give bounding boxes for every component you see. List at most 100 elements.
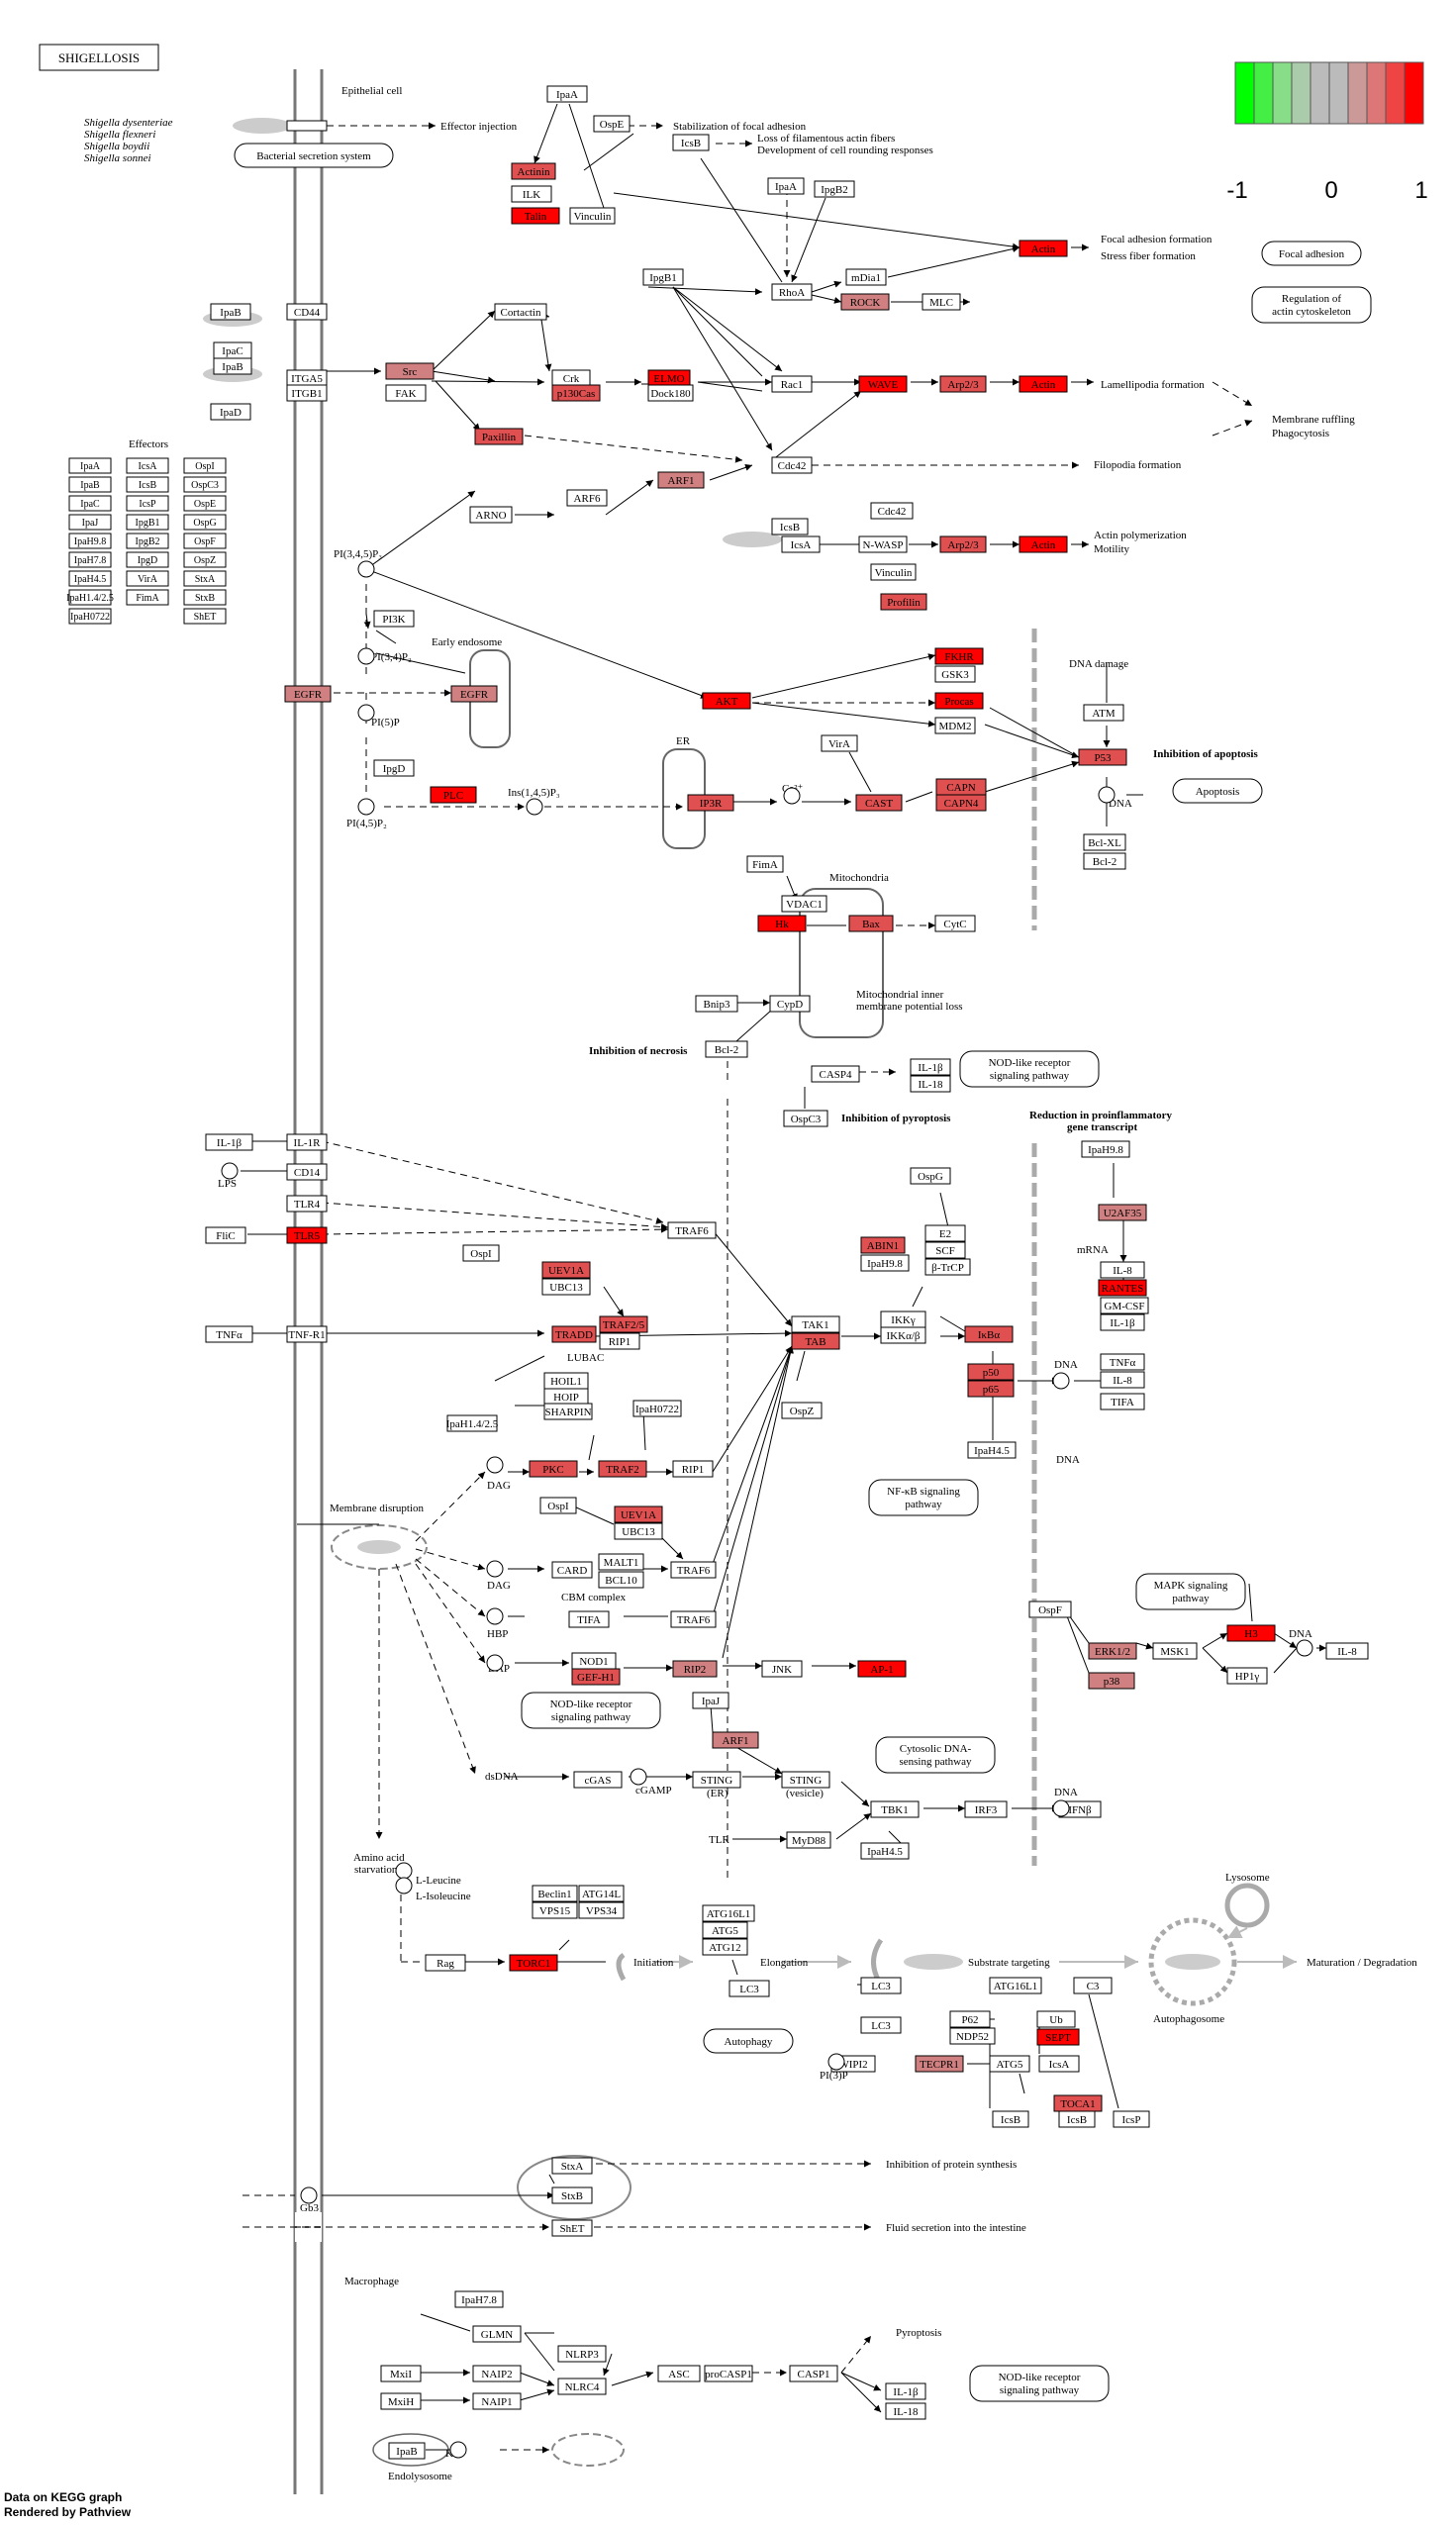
gene-node-egfr-1[interactable]: EGFR	[284, 685, 332, 703]
gene-node-tnfa-b[interactable]: TNFα	[1100, 1353, 1145, 1371]
compound-node[interactable]	[357, 798, 375, 816]
gene-node-cd14[interactable]: CD14	[286, 1163, 328, 1181]
effector-cell[interactable]: IcsA	[126, 457, 169, 474]
gene-node-wave[interactable]: WAVE	[858, 375, 908, 393]
gene-node-ipad[interactable]: IpaD	[210, 403, 251, 421]
gene-node-card[interactable]: CARD	[551, 1561, 593, 1579]
gene-node-ipab-1[interactable]: IpaB	[210, 303, 251, 321]
gene-node-casp4[interactable]: CASP4	[811, 1065, 860, 1083]
effector-cell[interactable]: IpgB1	[126, 514, 169, 531]
gene-node-arp23-1[interactable]: Arp2/3	[939, 375, 987, 393]
gene-node-ipaa-top[interactable]: IpaA	[546, 85, 588, 103]
compound-node[interactable]	[783, 787, 801, 805]
gene-node-paxillin-1[interactable]: Paxillin	[474, 428, 524, 445]
gene-node-il8-c[interactable]: IL-8	[1325, 1642, 1369, 1660]
effector-cell[interactable]: OspG	[183, 514, 227, 531]
gene-node-uev1a-1[interactable]: UEV1A	[541, 1261, 591, 1279]
gene-node-icsa[interactable]: IcsA	[781, 535, 821, 553]
gene-node-rip2[interactable]: RIP2	[672, 1660, 718, 1678]
compound-node[interactable]	[357, 647, 375, 665]
gene-node-ipac[interactable]: IpaC	[213, 341, 252, 359]
gene-node-capn4[interactable]: CAPN4	[935, 794, 987, 812]
gene-node-fak[interactable]: FAK	[385, 384, 427, 402]
gene-node-ipah9-8-b[interactable]: IpaH9.8	[1081, 1140, 1130, 1158]
gene-node-akt[interactable]: AKT	[702, 692, 751, 710]
gene-node-ipgb1[interactable]: IpgB1	[642, 268, 684, 286]
compound-node[interactable]	[827, 2053, 845, 2071]
gene-node-p62[interactable]: P62	[949, 2010, 991, 2028]
gene-node-tecpr1[interactable]: TECPR1	[915, 2055, 964, 2073]
gene-node-mdm2[interactable]: MDM2	[934, 717, 976, 734]
compound-node[interactable]	[357, 560, 375, 578]
effector-cell[interactable]: IpaC	[68, 495, 112, 512]
gene-node-icsb-d[interactable]: IcsB	[1058, 2110, 1096, 2128]
gene-node-ipah0722[interactable]: IpaH0722	[632, 1400, 682, 1417]
compound-node[interactable]	[1296, 1639, 1313, 1657]
gene-node-ubc13-1[interactable]: UBC13	[541, 1278, 591, 1296]
gene-node-rip1-1[interactable]: RIP1	[599, 1332, 640, 1350]
effector-cell[interactable]: StxB	[183, 589, 227, 606]
gene-node-bcl2-b[interactable]: Bcl-2	[705, 1040, 748, 1058]
gene-node-ipaa-2[interactable]: IpaA	[767, 177, 805, 195]
effector-cell[interactable]: IcsP	[126, 495, 169, 512]
compound-node[interactable]	[486, 1654, 504, 1672]
gene-node-c3[interactable]: C3	[1073, 1977, 1113, 1994]
effector-cell[interactable]: IpaH9.8	[68, 533, 112, 549]
gene-node-cdc42-2[interactable]: Cdc42	[870, 502, 914, 520]
effector-cell[interactable]: IpgB2	[126, 533, 169, 549]
gene-node-tlr5[interactable]: TLR5	[286, 1226, 328, 1244]
gene-node-gefh1[interactable]: GEF-H1	[571, 1668, 621, 1686]
gene-node-p53[interactable]: P53	[1078, 748, 1127, 766]
gene-node-rip1-2[interactable]: RIP1	[672, 1460, 714, 1478]
gene-node-naip1[interactable]: NAIP1	[472, 2392, 522, 2410]
compound-node[interactable]	[486, 1560, 504, 1578]
gene-node-malt1[interactable]: MALT1	[598, 1553, 644, 1571]
gene-node-atm[interactable]: ATM	[1083, 704, 1124, 722]
gene-node-toca1[interactable]: TOCA1	[1053, 2094, 1103, 2112]
gene-node-procas[interactable]: Procas	[934, 692, 984, 710]
gene-node-cgas[interactable]: cGAS	[573, 1771, 623, 1789]
gene-node-actin-3[interactable]: Actin	[1019, 535, 1068, 553]
gene-node-atg14l[interactable]: ATG14L	[578, 1885, 625, 1902]
gene-node-traf6-2[interactable]: TRAF6	[670, 1561, 717, 1579]
gene-node-ub[interactable]: Ub	[1036, 2010, 1076, 2028]
gene-node-rag[interactable]: Rag	[425, 1954, 466, 1972]
gene-node-hk[interactable]: Hk	[757, 915, 807, 932]
gene-node-ipgd[interactable]: IpgD	[373, 759, 415, 777]
gene-node-ipah4-5-b[interactable]: IpaH4.5	[860, 1842, 910, 1860]
effector-cell[interactable]: VirA	[126, 570, 169, 587]
gene-node-jnk[interactable]: JNK	[761, 1660, 803, 1678]
gene-node-bcl10[interactable]: BCL10	[598, 1571, 644, 1589]
pathway-link-pill[interactable]: Focal adhesion	[1261, 241, 1362, 266]
gene-node-ndp52[interactable]: NDP52	[949, 2027, 996, 2045]
gene-node-ospi-2[interactable]: OspI	[539, 1497, 577, 1514]
gene-node-erk12[interactable]: ERK1/2	[1088, 1642, 1137, 1660]
gene-node-h3[interactable]: H3	[1226, 1624, 1276, 1642]
gene-node-lc3-c[interactable]: LC3	[860, 2016, 902, 2034]
gene-node-vinculin-2[interactable]: Vinculin	[870, 563, 917, 581]
gene-node-actin-2[interactable]: Actin	[1019, 375, 1068, 393]
gene-node-nlrp3[interactable]: NLRP3	[557, 2345, 607, 2363]
gene-node-ip3r[interactable]: IP3R	[687, 794, 734, 812]
compound-node[interactable]	[1098, 786, 1116, 804]
gene-node-torc1[interactable]: TORC1	[509, 1954, 558, 1972]
gene-node-mdia1[interactable]: mDia1	[845, 268, 887, 286]
gene-node-itga5[interactable]: ITGA5	[286, 369, 328, 387]
effector-cell[interactable]: StxA	[183, 570, 227, 587]
gene-node-egfr-2[interactable]: EGFR	[450, 685, 498, 703]
pathway-link-pill[interactable]: Cytosolic DNA-sensing pathway	[875, 1736, 996, 1774]
gene-node-arf1-1[interactable]: ARF1	[657, 471, 705, 489]
gene-node-myd88[interactable]: MyD88	[786, 1831, 831, 1849]
effector-cell[interactable]: IpaB	[68, 476, 112, 493]
gene-node-il8-a[interactable]: IL-8	[1100, 1261, 1145, 1279]
gene-node-sept[interactable]: SEPT	[1036, 2028, 1080, 2046]
gene-node-arf1-2[interactable]: ARF1	[712, 1731, 759, 1749]
gene-node-il18-m[interactable]: IL-18	[885, 2402, 926, 2420]
gene-node-btrcp[interactable]: β-TrCP	[924, 1258, 971, 1276]
gene-node-itgb1[interactable]: ITGB1	[286, 384, 328, 402]
pathway-link-pill[interactable]: Autophagy	[703, 2028, 794, 2054]
gene-node-scf[interactable]: SCF	[924, 1241, 966, 1259]
gene-node-tradd[interactable]: TRADD	[551, 1325, 597, 1343]
